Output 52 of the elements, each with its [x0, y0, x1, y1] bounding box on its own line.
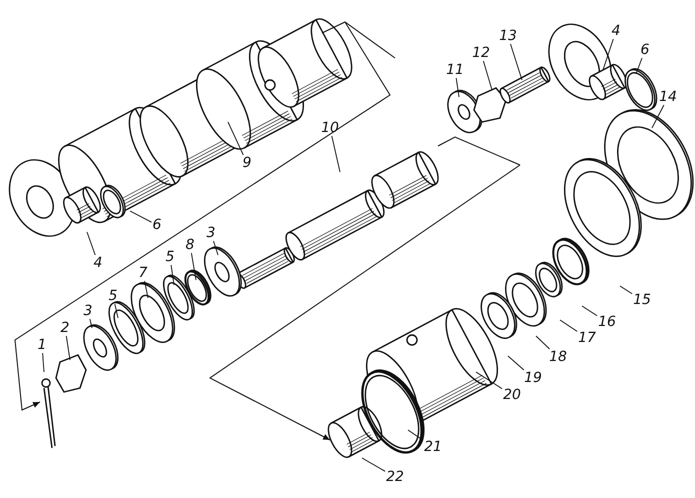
callout-number: 15 — [633, 293, 651, 307]
leader-line — [508, 356, 524, 370]
leader-line — [456, 78, 460, 98]
leader-line — [66, 336, 70, 360]
leader-line — [636, 58, 642, 74]
callout-number: 4 — [94, 256, 102, 270]
callout-number: 11 — [446, 63, 464, 77]
callout-number: 3 — [206, 226, 216, 240]
leader-line — [42, 352, 44, 372]
leader-line — [582, 306, 598, 316]
callout-number: 13 — [499, 29, 517, 43]
callout-number: 22 — [386, 470, 404, 484]
leader-line — [620, 286, 633, 294]
callout-number: 16 — [598, 315, 616, 329]
callout-number: 18 — [549, 350, 567, 364]
leader-line — [536, 336, 550, 350]
callout-number: 14 — [659, 90, 677, 104]
leader-line — [190, 252, 196, 280]
leader-line — [114, 304, 118, 318]
leader-line — [170, 264, 174, 286]
callout-number: 12 — [472, 46, 490, 60]
leader-line — [89, 318, 92, 328]
leader-line — [228, 122, 244, 156]
leader-line — [213, 240, 218, 256]
leader-line — [602, 38, 614, 70]
leader-line — [476, 372, 503, 390]
callout-number: 5 — [108, 289, 118, 303]
callout-number: 6 — [640, 43, 650, 57]
leader-line — [560, 320, 578, 332]
callout-number: 10 — [321, 121, 339, 135]
callout-number: 9 — [242, 156, 252, 170]
leader-line — [331, 136, 340, 172]
leader-line — [86, 232, 96, 256]
callout-number: 5 — [166, 250, 174, 264]
callout-number: 8 — [186, 238, 194, 252]
callout-number: 1 — [38, 338, 46, 352]
leader-line — [144, 280, 148, 298]
callout-number: 20 — [503, 388, 521, 402]
callout-number: 21 — [424, 440, 442, 454]
leader-line — [652, 104, 664, 128]
leader-line — [482, 60, 492, 90]
leader-line — [130, 210, 152, 223]
callout-number: 2 — [60, 321, 70, 335]
callout-number: 4 — [612, 24, 620, 38]
callout-number: 17 — [578, 331, 596, 345]
callout-number: 3 — [84, 304, 92, 318]
callout-number: 7 — [138, 266, 148, 280]
callout-number: 6 — [152, 218, 162, 232]
leader-line — [510, 44, 522, 80]
callout-number: 19 — [524, 371, 542, 385]
leader-line — [408, 430, 424, 441]
leader-line — [362, 458, 386, 472]
